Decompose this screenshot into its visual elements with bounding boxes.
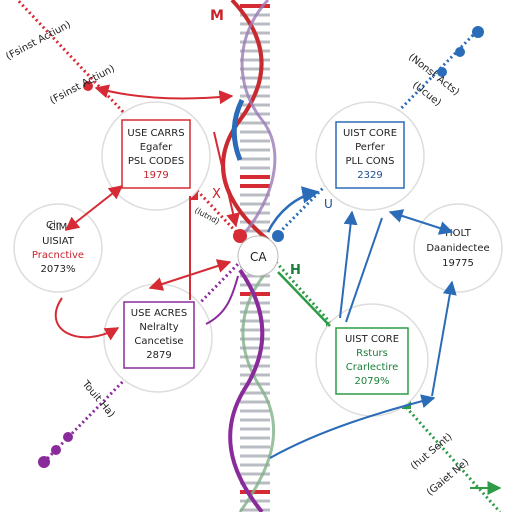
purple-node-box bbox=[123, 301, 195, 369]
tag-purple: Touit Ha) bbox=[79, 378, 117, 420]
red-node-top bbox=[83, 81, 93, 91]
green-box-line2: Rsturs bbox=[356, 348, 388, 359]
red-arrow-loop bbox=[54, 297, 120, 341]
purple-node-1 bbox=[38, 456, 50, 468]
blue-arrow-center bbox=[266, 186, 320, 233]
right-circle-line1: HOLT bbox=[445, 228, 472, 239]
helix-strand-blue bbox=[236, 0, 277, 242]
red-box-line2: Egafer bbox=[140, 142, 173, 153]
purple-box-line2: Nelralty bbox=[139, 322, 178, 333]
center-label: CA bbox=[250, 250, 267, 264]
right-circle-line2: Daanidectee bbox=[426, 243, 489, 254]
green-box-line1: UIST CORE bbox=[345, 334, 399, 345]
blue-box-line2: Perfer bbox=[355, 142, 386, 153]
blue-box-line1: UIST CORE bbox=[343, 128, 397, 139]
right-circle-line3: 19775 bbox=[442, 258, 474, 269]
left-circle-line3: Pracnctive bbox=[32, 250, 84, 261]
helix-strand-blue-2 bbox=[231, 98, 245, 161]
blue-arrow-right-down bbox=[431, 280, 457, 397]
tag-small-red: (lutnd) bbox=[193, 206, 221, 227]
purple-box-line3: Cancetise bbox=[134, 336, 183, 347]
top-marker: M bbox=[210, 8, 224, 24]
green-dotted-line bbox=[274, 260, 502, 514]
marker-u: U bbox=[324, 197, 333, 211]
tag-red: (Fsinst Actiun) bbox=[48, 63, 117, 106]
blue-box-line3: PLL CONS bbox=[345, 156, 394, 167]
red-node-box bbox=[121, 119, 191, 189]
blue-node-center bbox=[272, 230, 284, 242]
left-circle-line4: 2073% bbox=[41, 264, 76, 275]
marker-h: H bbox=[290, 263, 301, 278]
tag-top-left: (Fsinst Actiun) bbox=[4, 19, 73, 62]
red-box-line4: 1979 bbox=[143, 170, 168, 181]
helix-strand-purple bbox=[228, 268, 265, 514]
purple-node-2 bbox=[51, 445, 61, 455]
blue-arrow-right bbox=[388, 209, 454, 235]
red-arrow-diag bbox=[213, 131, 240, 228]
green-arrow bbox=[277, 271, 331, 327]
blue-node-2 bbox=[455, 47, 465, 57]
red-box-line3: PSL CODES bbox=[128, 156, 184, 167]
purple-box-line4: 2879 bbox=[146, 350, 171, 361]
blue-arrow-down-2 bbox=[345, 217, 383, 323]
red-square-node bbox=[190, 192, 198, 200]
marker-left: Cir bbox=[46, 220, 61, 231]
red-box-line1: USE CARRS bbox=[127, 128, 184, 139]
left-circle-line2: UISIAT bbox=[42, 236, 75, 247]
green-box-line4: 2079% bbox=[355, 376, 390, 387]
blue-node-box bbox=[335, 121, 405, 189]
center-circle bbox=[237, 235, 279, 277]
left-node-circle bbox=[13, 203, 103, 293]
red-arrow-top bbox=[94, 84, 234, 105]
red-arrow-left bbox=[64, 185, 124, 231]
blue-arrow-bottom bbox=[269, 394, 436, 459]
left-circle-line1: CIM bbox=[49, 222, 68, 233]
blue-box-line4: 2329 bbox=[357, 170, 382, 181]
marker-x: X bbox=[212, 187, 221, 202]
blue-node-1 bbox=[472, 26, 484, 38]
red-node-center bbox=[233, 229, 247, 243]
purple-node-3 bbox=[63, 432, 73, 442]
green-box-line3: Crarlectire bbox=[346, 362, 399, 373]
purple-arrow bbox=[205, 275, 239, 325]
helix-strand-green bbox=[238, 269, 276, 513]
blue-node-3 bbox=[437, 67, 447, 77]
purple-box-line1: USE ACRES bbox=[131, 308, 187, 319]
tag-green-2: (Gaiet Ne) bbox=[425, 457, 471, 498]
green-node-box bbox=[335, 327, 409, 395]
red-arrow-cross bbox=[148, 259, 232, 291]
blue-arrow-down-1 bbox=[339, 210, 358, 319]
helix-strand-red bbox=[221, 0, 270, 242]
